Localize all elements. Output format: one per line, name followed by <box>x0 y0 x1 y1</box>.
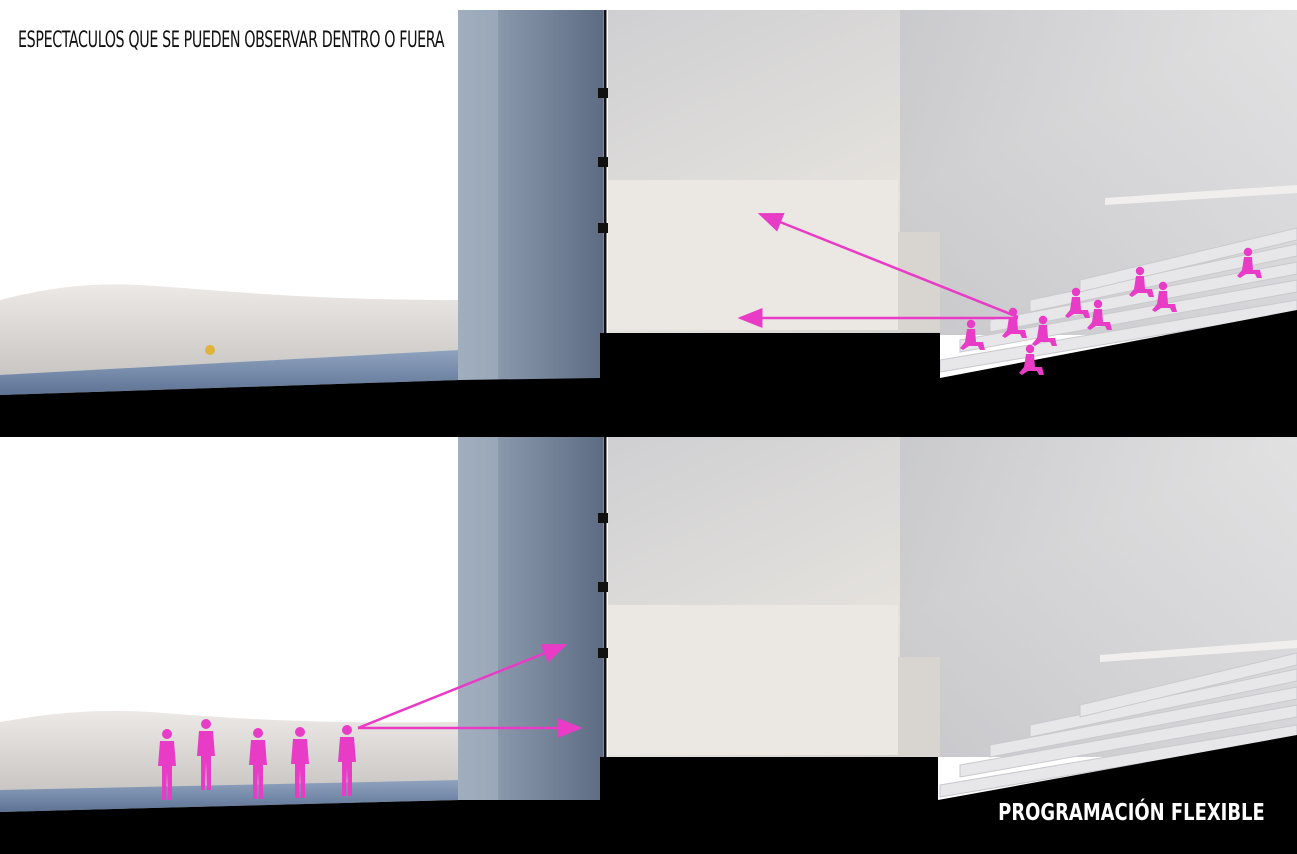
top-panel <box>0 0 1297 437</box>
top-caption: ESPECTACULOS QUE SE PUEDEN OBSERVAR DENT… <box>18 28 444 53</box>
bottom-dune <box>0 711 460 790</box>
bottom-panel <box>0 437 1297 854</box>
bottom-caption: PROGRAMACIÓN FLEXIBLE <box>998 800 1265 826</box>
